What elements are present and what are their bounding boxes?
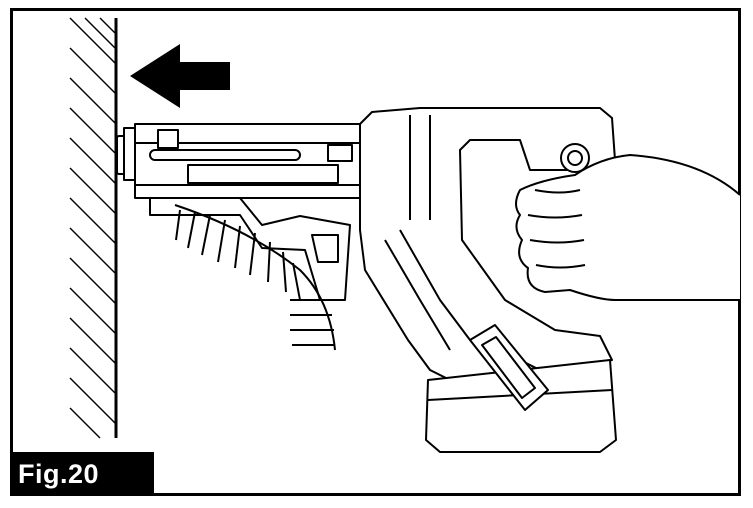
figure-label: Fig.20 — [10, 452, 154, 496]
screw-strip — [174, 204, 336, 351]
wall-hatching — [69, 17, 116, 439]
screwdriver-tool — [116, 107, 617, 453]
hand — [515, 154, 741, 301]
left-arrow-icon — [130, 44, 230, 108]
